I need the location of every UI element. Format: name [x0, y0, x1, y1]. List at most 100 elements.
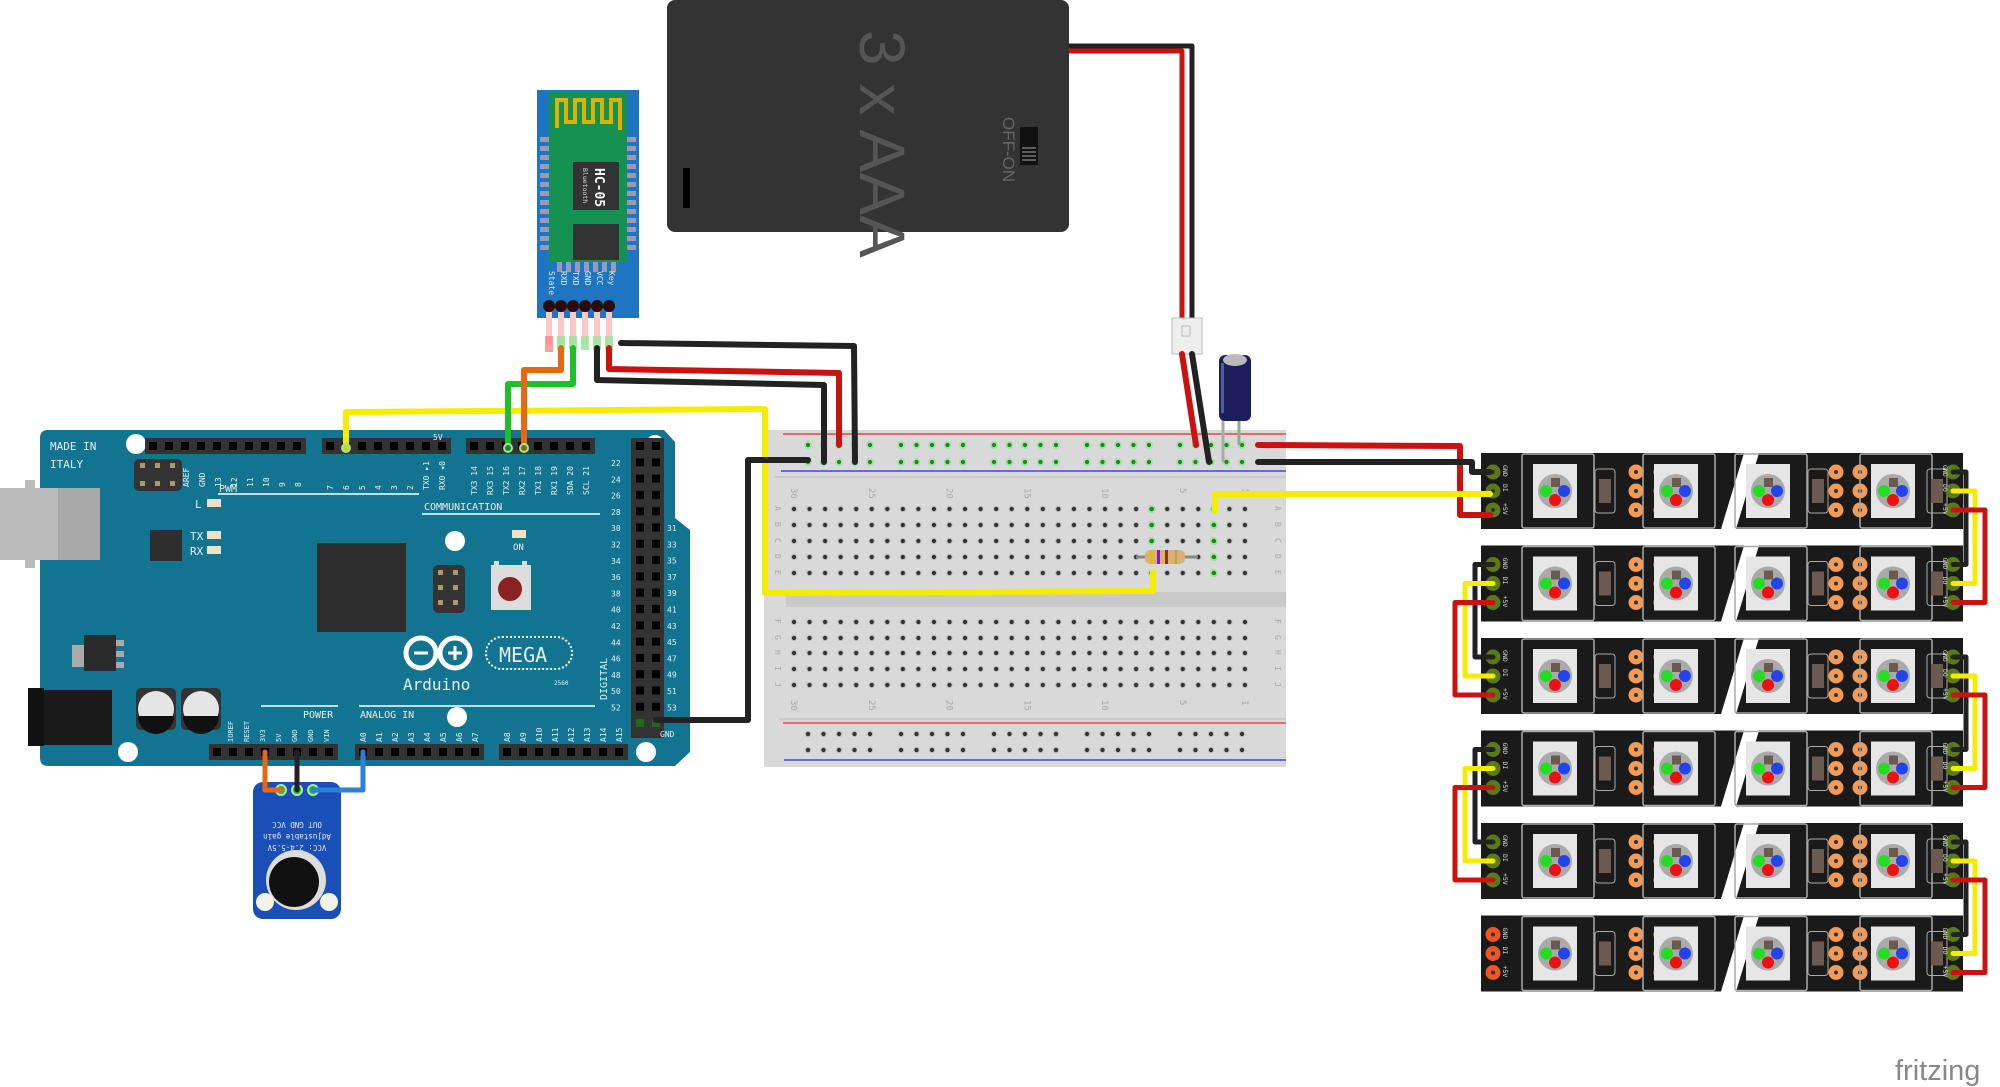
breadboard-hole[interactable] [1209, 568, 1218, 578]
breadboard-hole[interactable] [790, 569, 798, 577]
rail-hole[interactable] [1006, 730, 1013, 738]
breadboard-hole[interactable] [1117, 634, 1124, 642]
breadboard-hole[interactable] [837, 665, 844, 673]
breadboard-hole[interactable] [1008, 505, 1015, 513]
breadboard-hole[interactable] [899, 553, 906, 561]
breadboard-hole[interactable] [1101, 634, 1109, 642]
breadboard-hole[interactable] [1147, 536, 1156, 546]
breadboard-hole[interactable] [977, 618, 984, 626]
digital-pin[interactable] [652, 702, 660, 711]
breadboard-hole[interactable] [1024, 634, 1031, 642]
rail-hole[interactable] [913, 746, 920, 754]
rail-hole[interactable] [959, 441, 967, 449]
breadboard-hole[interactable] [853, 649, 860, 657]
breadboard-hole[interactable] [1148, 649, 1155, 657]
breadboard-hole[interactable] [1086, 649, 1093, 657]
breadboard-hole[interactable] [1039, 618, 1046, 626]
breadboard-hole[interactable] [884, 537, 891, 545]
breadboard-hole[interactable] [915, 649, 922, 657]
digital-pin[interactable] [636, 507, 644, 516]
breadboard-hole[interactable] [993, 649, 1000, 657]
digital-pin[interactable] [636, 539, 644, 548]
analog-header-2-pin[interactable] [599, 748, 607, 756]
breadboard-hole[interactable] [853, 681, 860, 689]
breadboard-hole[interactable] [1055, 649, 1062, 657]
breadboard-hole[interactable] [946, 553, 953, 561]
breadboard-hole[interactable] [837, 618, 844, 626]
breadboard-hole[interactable] [1241, 553, 1249, 561]
breadboard-hole[interactable] [1070, 521, 1078, 529]
breadboard-hole[interactable] [1024, 505, 1031, 513]
digital-pin[interactable] [636, 523, 644, 532]
breadboard-hole[interactable] [1210, 665, 1217, 673]
rail-hole[interactable] [1145, 441, 1153, 449]
header-top-mid-pin[interactable] [390, 442, 398, 450]
breadboard-hole[interactable] [868, 681, 875, 689]
breadboard-hole[interactable] [1024, 521, 1031, 529]
rail-hole[interactable] [851, 746, 858, 754]
breadboard-hole[interactable] [837, 681, 844, 689]
breadboard-hole[interactable] [961, 521, 969, 529]
breadboard-hole[interactable] [1241, 649, 1249, 657]
breadboard-hole[interactable] [790, 505, 798, 513]
breadboard-hole[interactable] [1164, 505, 1171, 513]
breadboard-hole[interactable] [1226, 505, 1233, 513]
rail-hole[interactable] [897, 441, 905, 449]
breadboard-hole[interactable] [1101, 681, 1109, 689]
rail-hole[interactable] [1036, 441, 1045, 449]
breadboard-hole[interactable] [884, 569, 891, 577]
breadboard-hole[interactable] [837, 521, 844, 529]
breadboard-hole[interactable] [790, 618, 798, 626]
breadboard-hole[interactable] [853, 634, 860, 642]
breadboard-hole[interactable] [961, 553, 969, 561]
header-top-right-pin[interactable] [566, 442, 574, 450]
analog-header-1-pin[interactable] [423, 748, 431, 756]
breadboard-hole[interactable] [915, 521, 922, 529]
breadboard-hole[interactable] [977, 537, 984, 545]
breadboard-hole[interactable] [961, 569, 969, 577]
rail-hole[interactable] [990, 746, 998, 754]
breadboard-hole[interactable] [1039, 521, 1046, 529]
breadboard-hole[interactable] [853, 618, 860, 626]
breadboard-hole[interactable] [930, 569, 938, 577]
breadboard-hole[interactable] [1086, 618, 1093, 626]
power-header-pin[interactable] [245, 748, 253, 756]
rail-hole[interactable] [944, 746, 951, 754]
breadboard-hole[interactable] [1133, 521, 1140, 529]
breadboard-hole[interactable] [899, 618, 906, 626]
breadboard-hole[interactable] [946, 521, 953, 529]
rail-hole[interactable] [866, 441, 874, 449]
breadboard-hole[interactable] [946, 618, 953, 626]
breadboard-hole[interactable] [1226, 649, 1233, 657]
breadboard-hole[interactable] [1117, 665, 1124, 673]
breadboard-hole[interactable] [961, 537, 969, 545]
breadboard-hole[interactable] [946, 634, 953, 642]
breadboard-hole[interactable] [868, 634, 875, 642]
breadboard-hole[interactable] [1241, 618, 1249, 626]
analog-header-2-pin[interactable] [503, 748, 511, 756]
rail-hole[interactable] [1021, 441, 1029, 449]
analog-header-2-pin[interactable] [567, 748, 575, 756]
breadboard-hole[interactable] [930, 521, 938, 529]
breadboard-hole[interactable] [946, 681, 953, 689]
breadboard-hole[interactable] [961, 665, 969, 673]
rail-hole[interactable] [1037, 746, 1044, 754]
breadboard-hole[interactable] [853, 665, 860, 673]
breadboard-hole[interactable] [884, 505, 891, 513]
breadboard-hole[interactable] [868, 553, 875, 561]
breadboard-hole[interactable] [868, 569, 875, 577]
breadboard-hole[interactable] [1070, 634, 1078, 642]
breadboard-hole[interactable] [822, 569, 829, 577]
breadboard-hole[interactable] [1039, 553, 1046, 561]
header-top-left-pin[interactable] [213, 442, 221, 450]
digital-header-top[interactable] [145, 438, 595, 454]
breadboard-hole[interactable] [915, 505, 922, 513]
breadboard-hole[interactable] [1210, 649, 1217, 657]
breadboard-hole[interactable] [1117, 681, 1124, 689]
power-header-pin[interactable] [309, 748, 317, 756]
rail-hole[interactable] [1238, 746, 1246, 754]
breadboard-hole[interactable] [993, 618, 1000, 626]
rail-hole[interactable] [1176, 458, 1184, 466]
